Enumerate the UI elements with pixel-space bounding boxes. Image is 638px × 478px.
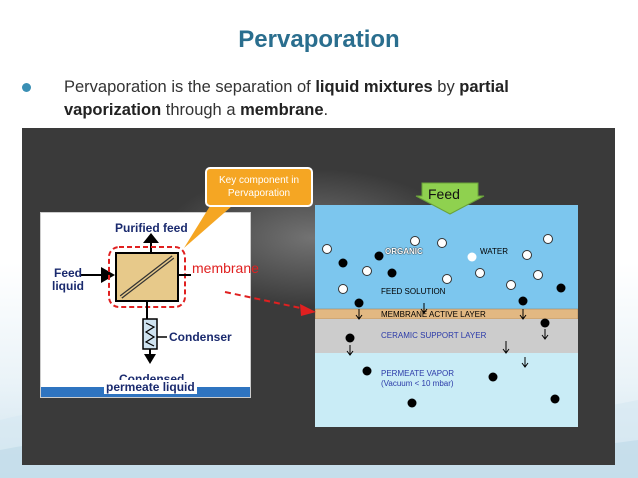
membrane-cross-section: ORGANIC WATER FEED SOLUTION MEMBRANE ACT… bbox=[315, 205, 578, 427]
permeate-vapor-label: PERMEATE VAPOR bbox=[381, 369, 455, 378]
feed-arrow-label: Feed bbox=[428, 186, 460, 202]
feed-solution-label: FEED SOLUTION bbox=[381, 287, 446, 296]
active-layer-label: MEMBRANE ACTIVE LAYER bbox=[381, 310, 486, 319]
bullet-dot-icon bbox=[22, 83, 31, 92]
water-label: WATER bbox=[480, 247, 508, 256]
condenser-label: Condenser bbox=[169, 330, 232, 344]
callout-line-2: Pervaporation bbox=[227, 188, 291, 199]
feed-liquid-label-1: Feed bbox=[54, 266, 83, 280]
membrane-layers-drawing bbox=[315, 205, 578, 427]
support-layer-label: CERAMIC SUPPORT LAYER bbox=[381, 331, 487, 340]
bullet-text: Pervaporation is the separation of liqui… bbox=[64, 78, 509, 119]
process-schematic: Purified feed Feed liquid Condenser Cond… bbox=[40, 212, 251, 398]
purified-feed-label: Purified feed bbox=[115, 221, 188, 235]
organic-label: ORGANIC bbox=[385, 247, 423, 256]
condensed-label-2: permeate liquid bbox=[104, 380, 197, 394]
vacuum-label: (Vacuum < 10 mbar) bbox=[381, 379, 454, 388]
membrane-label: membrane bbox=[192, 260, 259, 276]
callout-line-1: Key component in bbox=[218, 175, 300, 186]
slide-title: Pervaporation bbox=[238, 26, 400, 53]
callout-box: Key component in Pervaporation bbox=[205, 167, 313, 207]
schematic-drawing bbox=[41, 233, 250, 397]
bullet-point: Pervaporation is the separation of liqui… bbox=[22, 76, 612, 122]
feed-liquid-label-2: liquid bbox=[52, 279, 84, 293]
